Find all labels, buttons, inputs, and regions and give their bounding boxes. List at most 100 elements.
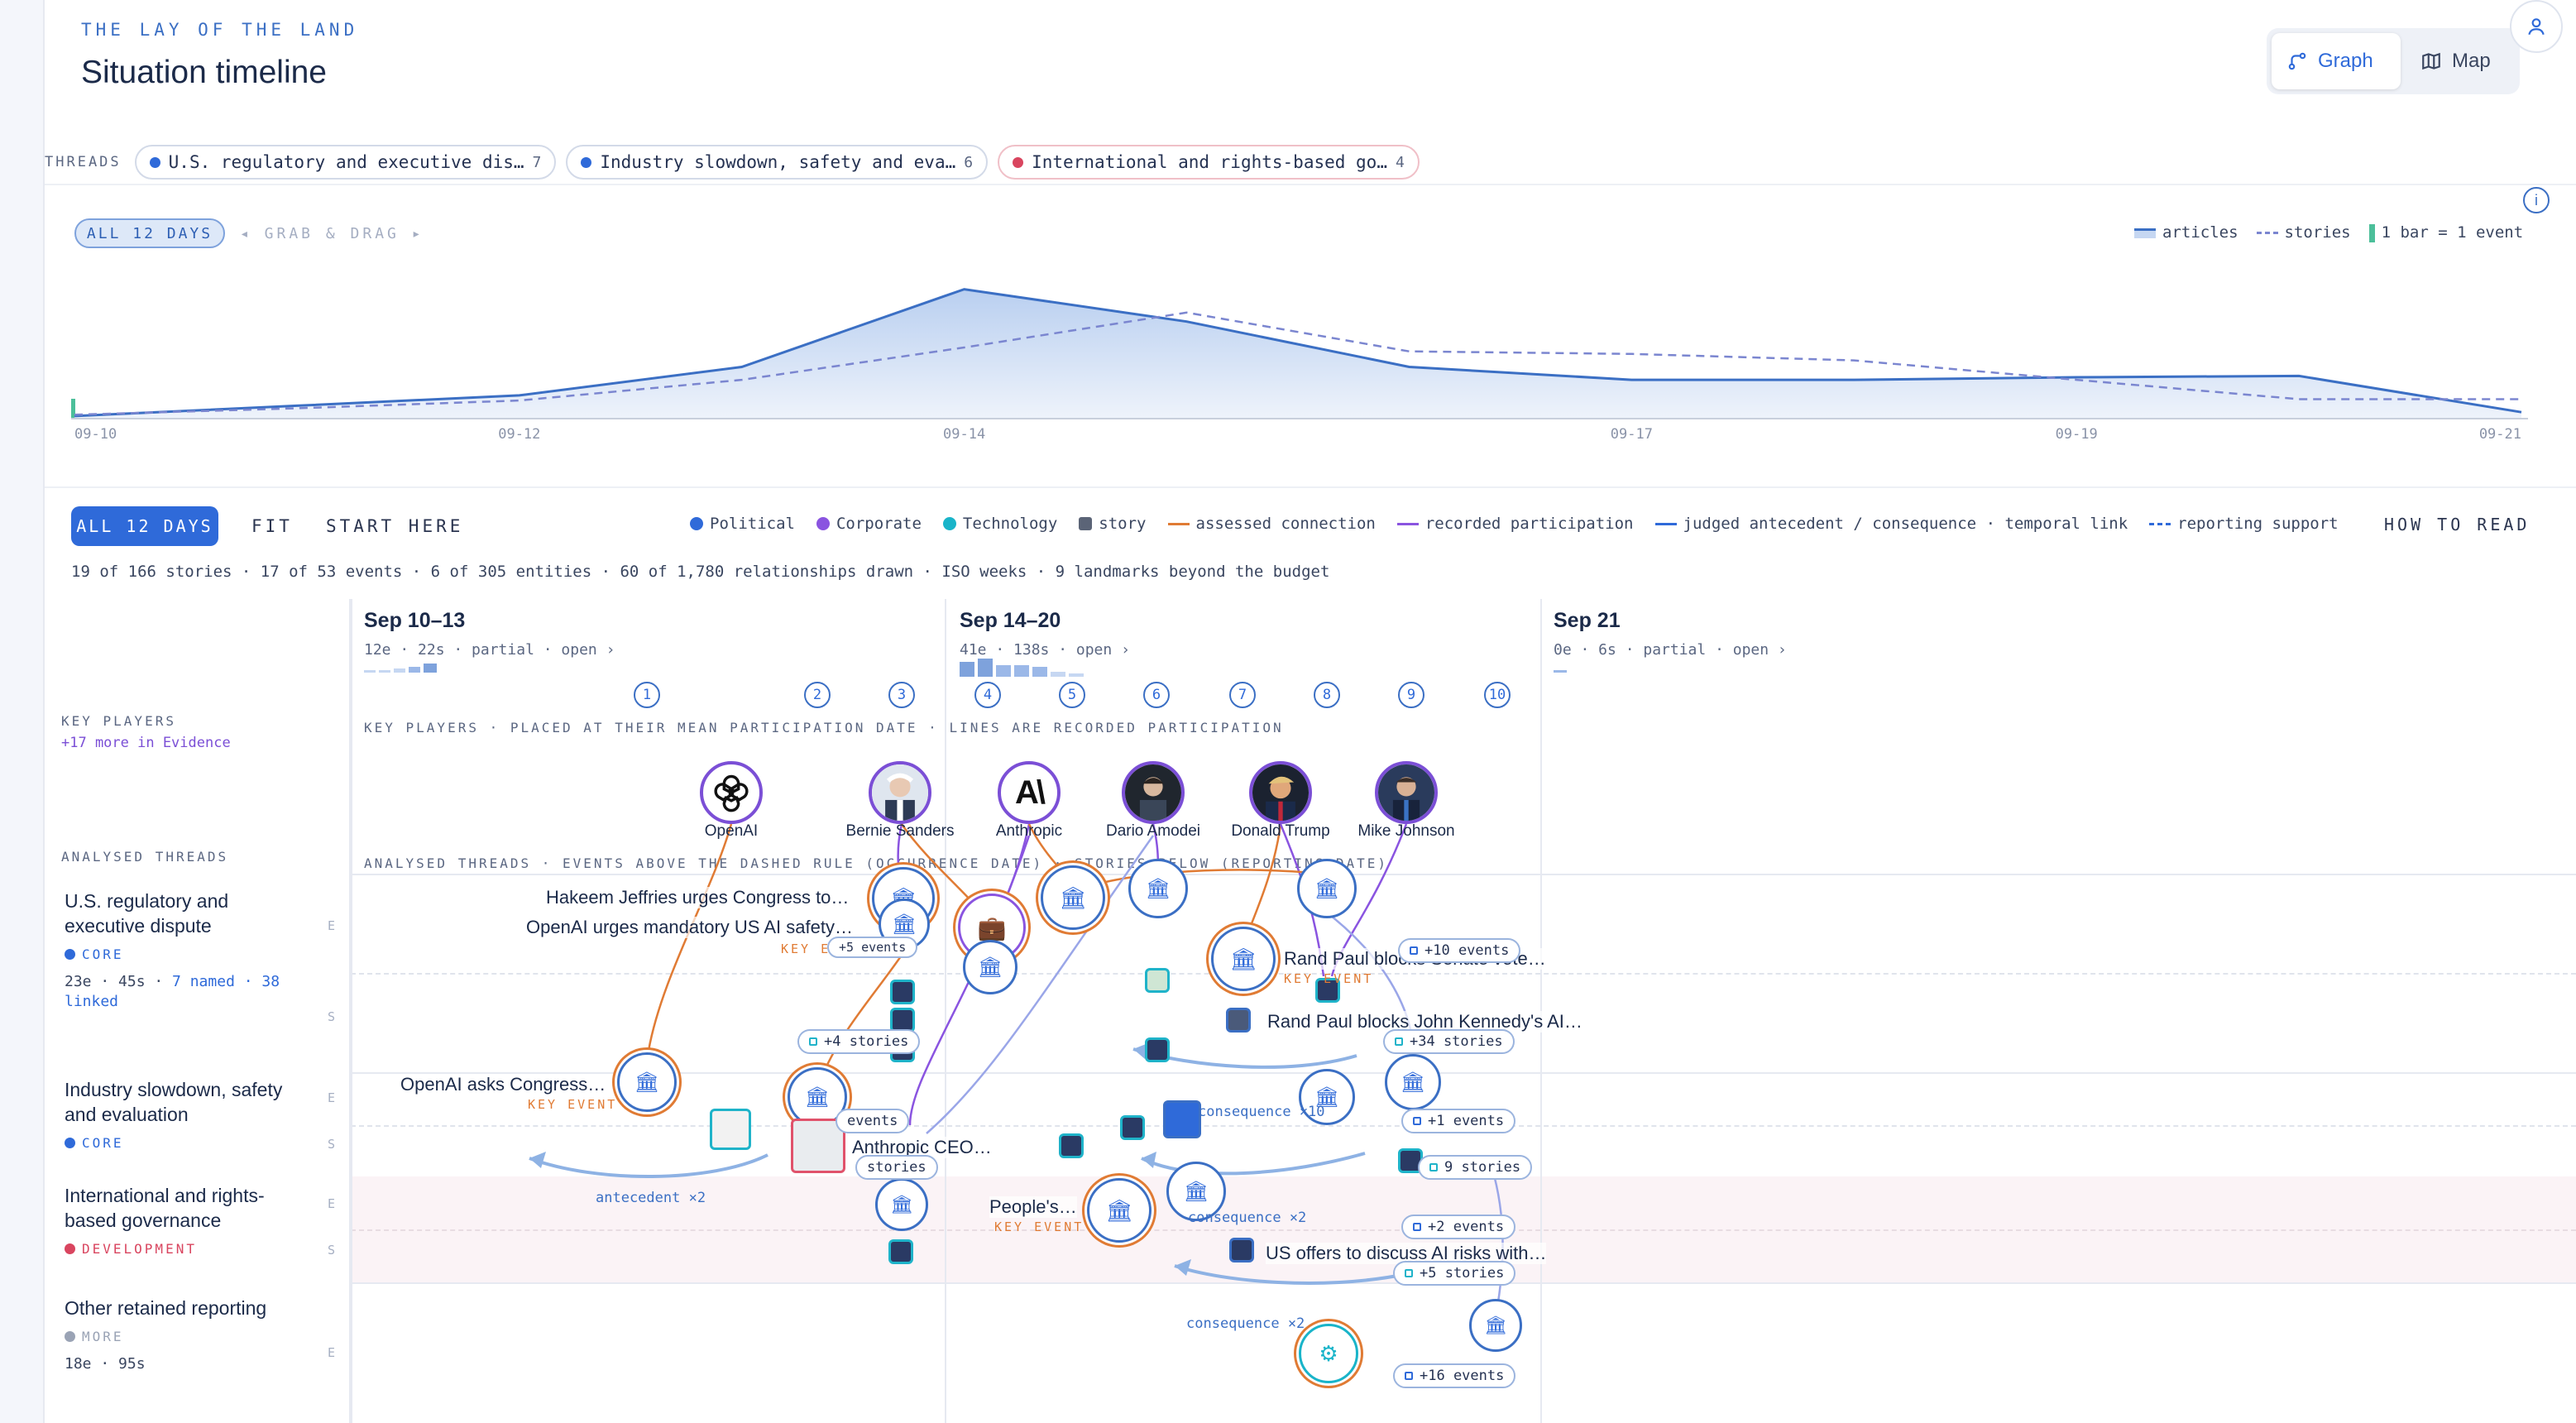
player-donald-trump[interactable] <box>1249 761 1312 824</box>
more-stories-pill[interactable]: +5 stories <box>1393 1261 1516 1286</box>
thread-chip[interactable]: Industry slowdown, safety and eva…6 <box>566 145 989 180</box>
week-title: Sep 14–20 <box>960 609 1061 632</box>
thread-meta: 18e · 95s <box>65 1355 146 1373</box>
event-node[interactable]: 🏛 <box>1041 865 1105 930</box>
legend-political: Political <box>690 515 795 533</box>
event-node[interactable]: 🏛 <box>875 1178 928 1231</box>
landmark-number[interactable]: 4 <box>974 682 1001 708</box>
event-label[interactable]: People's… <box>989 1196 1077 1218</box>
event-node[interactable]: 🏛 <box>1128 859 1188 918</box>
consequence-arc <box>1141 1152 1366 1176</box>
start-here-button[interactable]: START HERE <box>325 516 464 536</box>
user-account-button[interactable] <box>2510 0 2563 53</box>
thread-badge: CORE <box>65 1135 313 1151</box>
thread-row-other[interactable]: Other retained reporting MORE 18e · 95s <box>65 1296 313 1374</box>
more-stories-pill[interactable]: stories <box>855 1155 938 1180</box>
technology-event-node[interactable]: ⚙ <box>1299 1324 1358 1383</box>
landmark-number[interactable]: 10 <box>1484 682 1511 708</box>
thread-chip[interactable]: U.S. regulatory and executive dis…7 <box>134 145 557 180</box>
landmark-number[interactable]: 7 <box>1229 682 1256 708</box>
map-view-button[interactable]: Map <box>2406 33 2515 89</box>
more-stories-pill[interactable]: 9 stories <box>1418 1155 1533 1180</box>
analysed-threads-heading: ANALYSED THREADS <box>61 849 229 865</box>
landmark-number[interactable]: 2 <box>804 682 831 708</box>
event-label[interactable]: OpenAI asks Congress… <box>400 1074 606 1095</box>
event-node[interactable]: 🏛 <box>1211 927 1276 991</box>
landmark-number[interactable]: 8 <box>1314 682 1340 708</box>
event-label[interactable]: Anthropic CEO… <box>852 1137 992 1158</box>
event-node[interactable]: 🏛 <box>1087 1178 1152 1243</box>
fit-button[interactable]: FIT <box>251 516 293 536</box>
player-anthropic[interactable]: A\ <box>998 761 1061 824</box>
more-stories-pill[interactable]: +34 stories <box>1383 1029 1515 1054</box>
event-node[interactable]: 🏛 <box>1166 1162 1226 1221</box>
story-thumbnail[interactable] <box>1226 1008 1251 1033</box>
landmark-number[interactable]: 1 <box>634 682 660 708</box>
consequence-arc <box>1174 1264 1407 1285</box>
story-thumbnail[interactable] <box>890 980 915 1004</box>
story-thumbnail[interactable] <box>791 1119 845 1173</box>
event-node[interactable]: 🏛 <box>1299 1069 1355 1125</box>
story-thumbnail[interactable] <box>1145 968 1170 993</box>
event-label[interactable]: Rand Paul blocks John Kennedy's AI… <box>1267 1011 1582 1033</box>
landmark-number[interactable]: 9 <box>1398 682 1424 708</box>
map-icon <box>2422 52 2440 70</box>
player-openai[interactable] <box>700 761 763 824</box>
thread-badge: CORE <box>65 946 313 962</box>
thread-row-international[interactable]: International and rights-based governanc… <box>65 1183 313 1257</box>
more-in-evidence-link[interactable]: +17 more in Evidence <box>61 735 231 751</box>
thread-title: Industry slowdown, safety and evaluation <box>65 1079 283 1125</box>
assessed-line-icon <box>1167 522 1190 525</box>
landmark-number[interactable]: 6 <box>1143 682 1170 708</box>
event-label[interactable]: Hakeem Jeffries urges Congress to… <box>546 887 850 908</box>
landmark-number[interactable]: 3 <box>888 682 915 708</box>
event-node[interactable]: 🏛 <box>1297 859 1357 918</box>
thread-dot <box>581 156 592 168</box>
more-events-pill[interactable]: +16 events <box>1393 1363 1516 1388</box>
story-thumbnail[interactable] <box>1315 978 1340 1003</box>
more-events-pill[interactable]: +5 events <box>827 937 918 958</box>
key-event-tag: KEY EVENT <box>994 1219 1085 1234</box>
thread-row-regulatory[interactable]: U.S. regulatory and executive dispute CO… <box>65 889 313 1012</box>
all-days-button[interactable]: ALL 12 DAYS <box>71 506 218 546</box>
player-dario-amodei[interactable] <box>1122 761 1185 824</box>
event-node[interactable]: 🏛 <box>1469 1299 1522 1352</box>
event-label[interactable]: US offers to discuss AI risks with… <box>1266 1243 1547 1264</box>
more-events-pill[interactable]: +1 events <box>1401 1109 1516 1133</box>
story-thumbnail[interactable] <box>1059 1133 1084 1158</box>
person-portrait-icon <box>872 764 928 821</box>
more-stories-pill[interactable]: +4 stories <box>797 1029 921 1054</box>
landmark-number[interactable]: 5 <box>1059 682 1085 708</box>
story-thumbnail[interactable] <box>1120 1115 1145 1140</box>
week-mini-bars <box>960 659 1084 677</box>
legend-story: story <box>1079 515 1147 533</box>
event-node[interactable]: 🏛 <box>963 940 1017 994</box>
more-events-pill[interactable]: events <box>836 1109 910 1133</box>
thread-named-link[interactable]: 7 named · 38 linked <box>65 973 280 1010</box>
player-mike-johnson[interactable] <box>1375 761 1438 824</box>
event-node[interactable]: 🏛 <box>1385 1054 1441 1110</box>
story-thumbnail[interactable] <box>1163 1100 1201 1138</box>
thread-row-industry[interactable]: Industry slowdown, safety and evaluation… <box>65 1077 313 1151</box>
more-events-pill[interactable]: +2 events <box>1401 1215 1516 1239</box>
story-thumbnail[interactable] <box>888 1239 913 1264</box>
week-header[interactable]: Sep 14–20 41e · 138s · open › <box>960 609 1130 684</box>
event-node[interactable]: 🏛 <box>617 1052 677 1112</box>
event-label[interactable]: OpenAI urges mandatory US AI safety… <box>526 917 853 938</box>
graph-view-button[interactable]: Graph <box>2272 33 2401 89</box>
range-pill[interactable]: ALL 12 DAYS <box>74 218 225 248</box>
player-bernie-sanders[interactable] <box>869 761 931 824</box>
story-thumbnail[interactable] <box>1229 1238 1254 1262</box>
story-thumbnail[interactable] <box>710 1109 751 1150</box>
info-icon[interactable]: i <box>2523 187 2550 213</box>
timeline-controls: ALL 12 DAYS FIT START HERE <box>71 506 463 546</box>
story-thumbnail[interactable] <box>1145 1037 1170 1062</box>
week-header[interactable]: Sep 21 0e · 6s · partial · open › <box>1554 609 1787 681</box>
more-events-pill[interactable]: +10 events <box>1398 938 1521 963</box>
legend-judged: judged antecedent / consequence · tempor… <box>1654 515 2128 533</box>
week-header[interactable]: Sep 10–13 12e · 22s · partial · open › <box>364 609 615 681</box>
date-tick-label: 09-17 <box>1611 426 1653 443</box>
thread-chip[interactable]: International and rights-based go…4 <box>998 145 1420 180</box>
how-to-read-button[interactable]: HOW TO READ <box>2384 515 2531 534</box>
